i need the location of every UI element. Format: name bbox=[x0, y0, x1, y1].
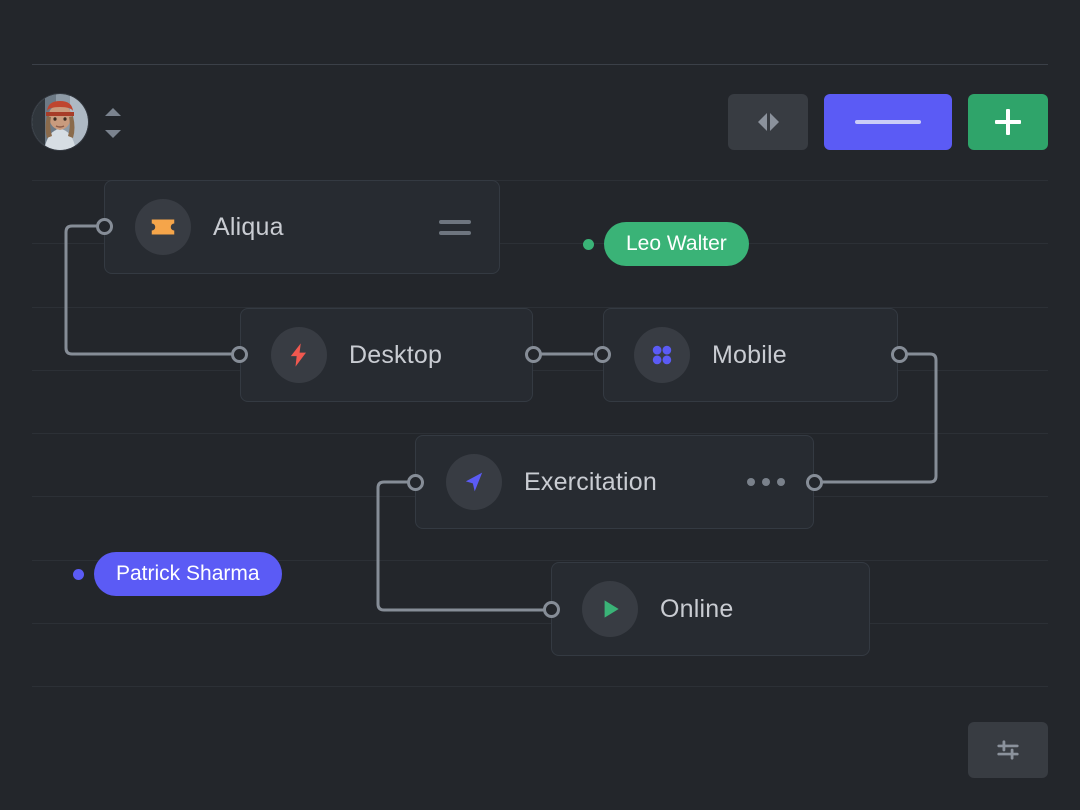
four-dots-grid-icon-glyph bbox=[652, 345, 672, 365]
header-divider bbox=[32, 64, 1048, 65]
pill-patrick-sharma[interactable]: Patrick Sharma bbox=[94, 552, 282, 596]
wire-mobile-to-exercitation bbox=[810, 352, 938, 484]
port-desktop-left[interactable] bbox=[231, 346, 248, 363]
navigation-cursor-icon-glyph bbox=[465, 472, 483, 492]
navigation-cursor-icon bbox=[446, 454, 502, 510]
wire-exercitation-to-online bbox=[376, 480, 549, 612]
grid-line bbox=[32, 433, 1048, 434]
plus-icon bbox=[995, 109, 1021, 135]
grid-line bbox=[32, 623, 1048, 624]
grid-line bbox=[32, 370, 1048, 371]
port-online-left[interactable] bbox=[543, 601, 560, 618]
sliders-icon bbox=[997, 740, 1019, 760]
port-aliqua-left[interactable] bbox=[96, 218, 113, 235]
port-mobile-right[interactable] bbox=[891, 346, 908, 363]
ticket-icon-glyph bbox=[151, 219, 175, 235]
grid-line bbox=[32, 560, 1048, 561]
four-dots-grid-icon bbox=[634, 327, 690, 383]
lightning-bolt-icon bbox=[271, 327, 327, 383]
node-label: Aliqua bbox=[213, 212, 284, 241]
flow-canvas[interactable]: Aliqua Desktop bbox=[0, 168, 1080, 810]
leo-walter-dot bbox=[583, 239, 594, 250]
port-mobile-left[interactable] bbox=[594, 346, 611, 363]
sort-arrows[interactable] bbox=[102, 108, 124, 138]
lightning-bolt-icon-glyph bbox=[290, 343, 306, 367]
grid-line bbox=[32, 180, 1048, 181]
wire-aliqua-to-desktop bbox=[64, 224, 235, 356]
collapse-button[interactable] bbox=[824, 94, 952, 150]
node-desktop[interactable]: Desktop bbox=[240, 308, 533, 402]
equals-menu-icon[interactable] bbox=[439, 219, 471, 235]
pill-leo-walter[interactable]: Leo Walter bbox=[604, 222, 749, 266]
port-exercitation-left[interactable] bbox=[407, 474, 424, 491]
connector-wires bbox=[64, 224, 938, 612]
port-desktop-right[interactable] bbox=[525, 346, 542, 363]
grid-line bbox=[32, 243, 1048, 244]
node-label: Desktop bbox=[349, 340, 443, 369]
settings-sliders-button[interactable] bbox=[968, 722, 1048, 778]
node-exercitation[interactable]: Exercitation bbox=[415, 435, 814, 529]
node-aliqua[interactable]: Aliqua bbox=[104, 180, 500, 274]
play-triangle-icon bbox=[582, 581, 638, 637]
play-triangle-icon-glyph bbox=[604, 600, 619, 618]
left-right-arrows-icon bbox=[757, 113, 779, 131]
port-exercitation-right[interactable] bbox=[806, 474, 823, 491]
add-button[interactable] bbox=[968, 94, 1048, 150]
node-label: Mobile bbox=[712, 340, 787, 369]
pill-label: Leo Walter bbox=[626, 232, 727, 255]
three-dots-menu-icon[interactable] bbox=[747, 478, 785, 486]
node-label: Exercitation bbox=[524, 467, 658, 496]
grid-line bbox=[32, 686, 1048, 687]
node-online[interactable]: Online bbox=[551, 562, 870, 656]
minus-icon bbox=[855, 120, 921, 124]
node-mobile[interactable]: Mobile bbox=[603, 308, 898, 402]
nav-arrows-button[interactable] bbox=[728, 94, 808, 150]
sort-descending-icon[interactable] bbox=[105, 130, 121, 138]
patrick-sharma-dot bbox=[73, 569, 84, 580]
pill-label: Patrick Sharma bbox=[116, 562, 260, 585]
grid-line bbox=[32, 307, 1048, 308]
node-label: Online bbox=[660, 594, 734, 623]
ticket-icon bbox=[135, 199, 191, 255]
sort-ascending-icon[interactable] bbox=[105, 108, 121, 116]
user-avatar[interactable] bbox=[32, 94, 88, 150]
avatar-image bbox=[32, 94, 88, 150]
